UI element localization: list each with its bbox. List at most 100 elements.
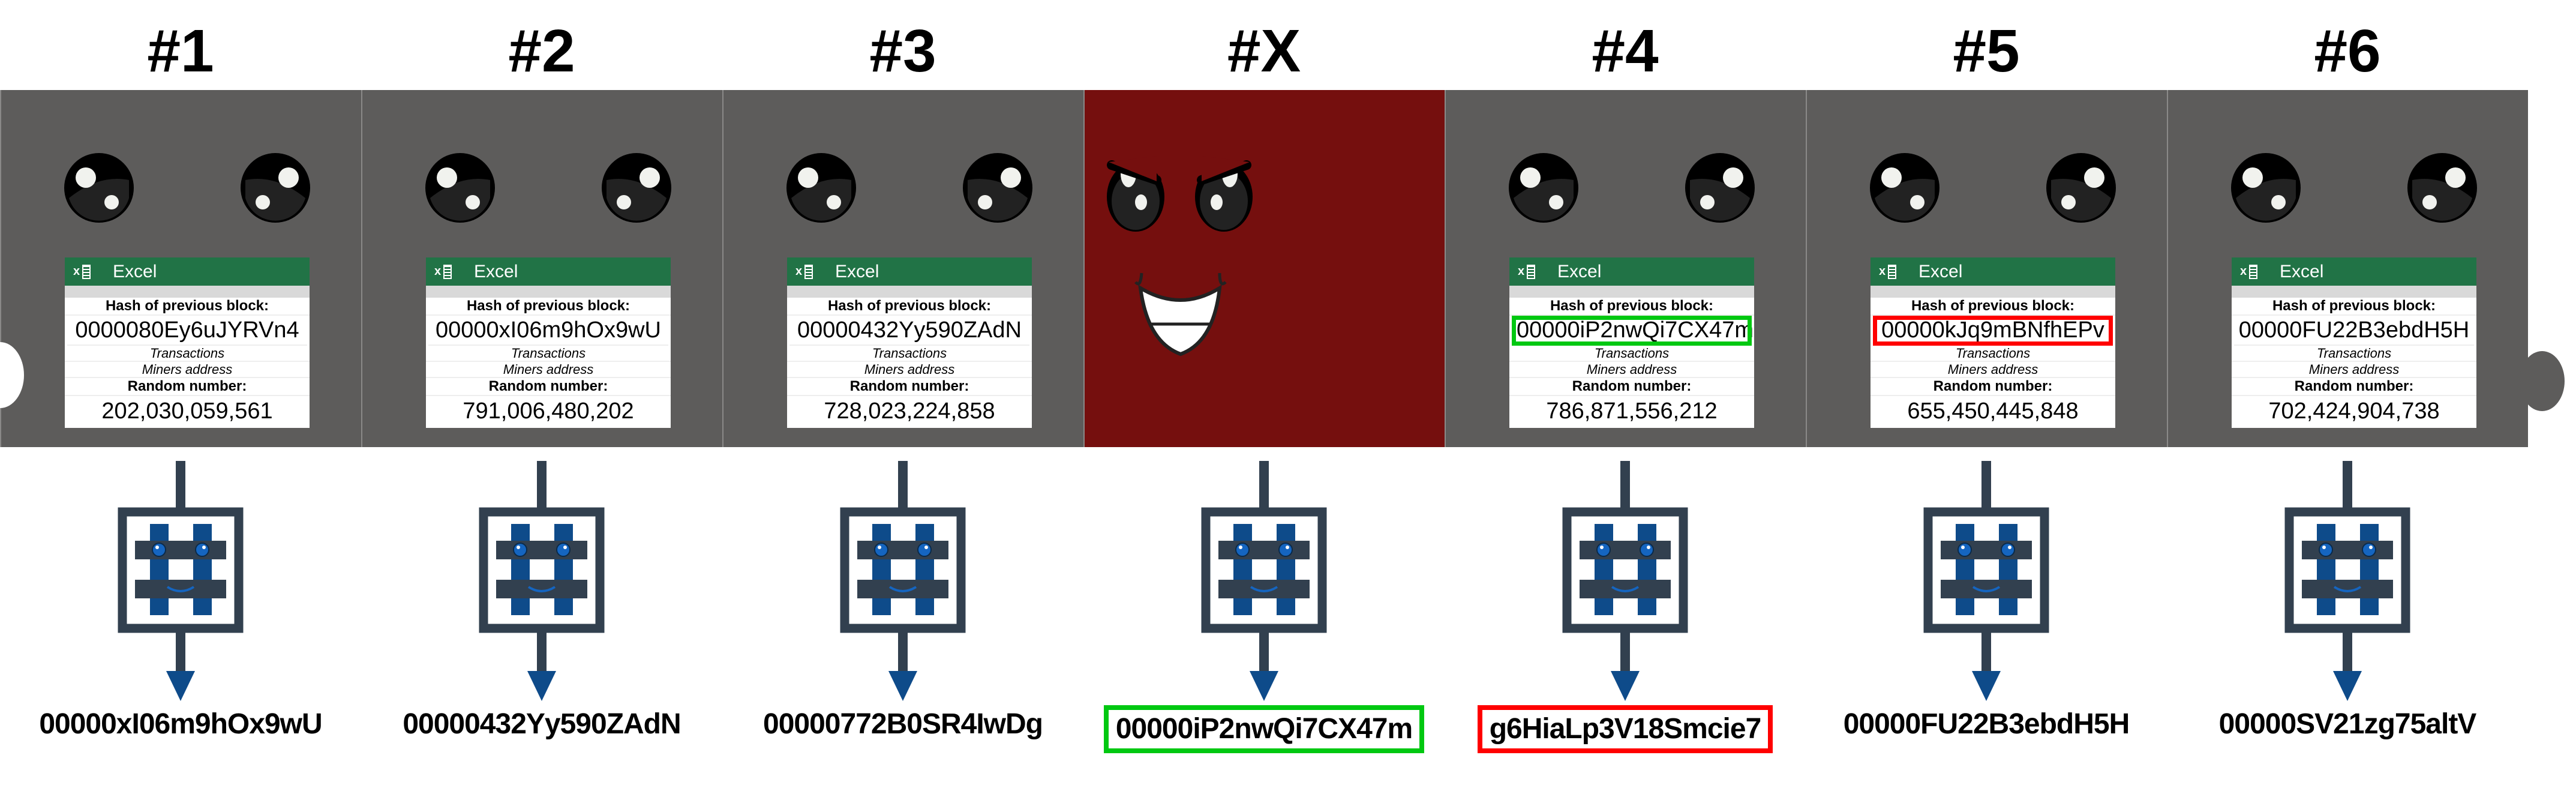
excel-block-card: x Excel Hash of previous block: 00000kJq… bbox=[1871, 257, 2115, 428]
output-hash-value: g6HiaLp3V18Smcie7 bbox=[1477, 705, 1773, 753]
malicious-block bbox=[1083, 90, 1445, 447]
hash-function-icon bbox=[840, 461, 966, 701]
block: x Excel Hash of previous block: 00000kJq… bbox=[1806, 90, 2167, 447]
excel-icon: x bbox=[1879, 263, 1910, 281]
previous-hash-value: 00000xI06m9hOx9wU bbox=[428, 316, 668, 346]
excel-block-card: x Excel Hash of previous block: 00000FU2… bbox=[2232, 257, 2476, 428]
hash-label: Hash of previous block: bbox=[1871, 298, 2115, 316]
cute-eyes-icon bbox=[786, 153, 1032, 223]
output-hash-value: 00000432Yy590ZAdN bbox=[403, 708, 681, 740]
excel-titlebar: x Excel bbox=[65, 257, 310, 286]
puzzle-tab bbox=[2520, 351, 2565, 411]
hash-function-icon bbox=[1201, 461, 1327, 701]
evil-face-icon bbox=[1107, 156, 1253, 356]
app-name: Excel bbox=[1557, 261, 1602, 281]
random-number-value: 202,030,059,561 bbox=[101, 399, 273, 424]
miners-address-label: Miners address bbox=[1871, 362, 2115, 378]
excel-titlebar: x Excel bbox=[787, 257, 1032, 286]
block: x Excel Hash of previous block: 00000iP2… bbox=[1445, 90, 1806, 447]
previous-hash-value: 00000FU22B3ebdH5H bbox=[2234, 316, 2474, 346]
output-hash: 00000SV21zg75altV bbox=[2167, 705, 2528, 744]
hash-label: Hash of previous block: bbox=[787, 298, 1032, 316]
ribbon-strip bbox=[426, 286, 671, 298]
previous-hash-value: 00000432Yy590ZAdN bbox=[789, 316, 1029, 346]
random-number-value: 786,871,556,212 bbox=[1546, 399, 1718, 424]
block: x Excel Hash of previous block: 00000FU2… bbox=[2167, 90, 2528, 447]
block-number-label: #5 bbox=[1953, 17, 2020, 85]
block-number-label: #3 bbox=[869, 17, 936, 85]
cute-eyes-icon bbox=[1870, 153, 2116, 223]
hash-function-icon bbox=[1923, 461, 2049, 701]
output-hash-value: 00000xI06m9hOx9wU bbox=[39, 708, 322, 740]
random-number-value: 655,450,445,848 bbox=[1907, 399, 2079, 424]
miners-address-label: Miners address bbox=[2232, 362, 2476, 378]
excel-block-card: x Excel Hash of previous block: 00000iP2… bbox=[1509, 257, 1754, 428]
miners-address-label: Miners address bbox=[426, 362, 671, 378]
random-number-label: Random number: bbox=[426, 378, 671, 396]
output-hash-value: 00000SV21zg75altV bbox=[2218, 708, 2477, 740]
block-column: #1 x Excel Hash of previous block: 00000… bbox=[0, 0, 361, 794]
random-number-label: Random number: bbox=[1871, 378, 2115, 396]
block-column: #4 x Excel Hash of previous block: 00000… bbox=[1445, 0, 1806, 794]
cute-eyes-icon bbox=[425, 153, 671, 223]
block: x Excel Hash of previous block: 00000xI0… bbox=[361, 90, 722, 447]
random-number-label: Random number: bbox=[1509, 378, 1754, 396]
excel-titlebar: x Excel bbox=[426, 257, 671, 286]
miners-address-label: Miners address bbox=[787, 362, 1032, 378]
excel-icon: x bbox=[2240, 263, 2271, 281]
random-number-value: 702,424,904,738 bbox=[2268, 399, 2440, 424]
hash-function-icon bbox=[118, 461, 244, 701]
miners-address-label: Miners address bbox=[1509, 362, 1754, 378]
output-hash: 00000FU22B3ebdH5H bbox=[1806, 705, 2167, 744]
app-name: Excel bbox=[474, 261, 518, 281]
random-number-label: Random number: bbox=[787, 378, 1032, 396]
random-number-value: 728,023,224,858 bbox=[824, 399, 995, 424]
excel-icon: x bbox=[73, 263, 104, 281]
excel-block-card: x Excel Hash of previous block: 0000080E… bbox=[65, 257, 310, 428]
block-number-label: #1 bbox=[147, 17, 214, 85]
output-hash-value: 00000FU22B3ebdH5H bbox=[1843, 708, 2130, 740]
output-hash-value: 00000772B0SR4IwDg bbox=[763, 708, 1043, 740]
block-column: #X 00000iP2nwQi7CX47m bbox=[1083, 0, 1445, 794]
random-number-value: 791,006,480,202 bbox=[463, 399, 634, 424]
hash-function-icon bbox=[2284, 461, 2410, 701]
app-name: Excel bbox=[113, 261, 157, 281]
block-column: #2 x Excel Hash of previous block: 00000… bbox=[361, 0, 722, 794]
cute-eyes-icon bbox=[1509, 153, 1755, 223]
cute-eyes-icon bbox=[64, 153, 310, 223]
block-column: #5 x Excel Hash of previous block: 00000… bbox=[1806, 0, 2167, 794]
excel-titlebar: x Excel bbox=[1509, 257, 1754, 286]
excel-block-card: x Excel Hash of previous block: 00000432… bbox=[787, 257, 1032, 428]
block: x Excel Hash of previous block: 0000080E… bbox=[0, 90, 361, 447]
hash-label: Hash of previous block: bbox=[426, 298, 671, 316]
ribbon-strip bbox=[1509, 286, 1754, 298]
cute-eyes-icon bbox=[2231, 153, 2477, 223]
hash-function-icon bbox=[479, 461, 605, 701]
transactions-label: Transactions bbox=[2232, 346, 2476, 362]
excel-titlebar: x Excel bbox=[1871, 257, 2115, 286]
previous-hash-value: 0000080Ey6uJYRVn4 bbox=[67, 316, 307, 346]
hash-label: Hash of previous block: bbox=[65, 298, 310, 316]
app-name: Excel bbox=[835, 261, 879, 281]
transactions-label: Transactions bbox=[1509, 346, 1754, 362]
output-hash: 00000xI06m9hOx9wU bbox=[0, 705, 361, 744]
block-number-label: #X bbox=[1227, 17, 1301, 85]
previous-hash-value: 00000iP2nwQi7CX47m bbox=[1512, 316, 1754, 346]
ribbon-strip bbox=[787, 286, 1032, 298]
block-column: #3 x Excel Hash of previous block: 00000… bbox=[722, 0, 1083, 794]
hash-function-icon bbox=[1562, 461, 1688, 701]
block-column: #6 x Excel Hash of previous block: 00000… bbox=[2167, 0, 2528, 794]
transactions-label: Transactions bbox=[1871, 346, 2115, 362]
transactions-label: Transactions bbox=[787, 346, 1032, 362]
output-hash: 00000772B0SR4IwDg bbox=[722, 705, 1083, 744]
excel-block-card: x Excel Hash of previous block: 00000xI0… bbox=[426, 257, 671, 428]
output-hash: 00000iP2nwQi7CX47m bbox=[1083, 705, 1445, 753]
app-name: Excel bbox=[1919, 261, 1963, 281]
ribbon-strip bbox=[65, 286, 310, 298]
hash-label: Hash of previous block: bbox=[2232, 298, 2476, 316]
block: x Excel Hash of previous block: 00000432… bbox=[722, 90, 1083, 447]
random-number-label: Random number: bbox=[65, 378, 310, 396]
output-hash: 00000432Yy590ZAdN bbox=[361, 705, 722, 744]
miners-address-label: Miners address bbox=[65, 362, 310, 378]
excel-icon: x bbox=[434, 263, 466, 281]
